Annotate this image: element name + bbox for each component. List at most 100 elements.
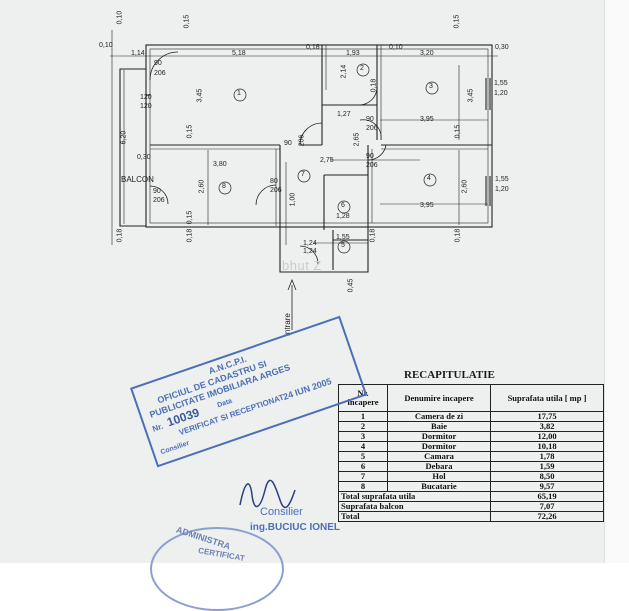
dim-label: 90 bbox=[366, 153, 374, 160]
cell-nr: 4 bbox=[338, 441, 388, 452]
cell-name: Camara bbox=[387, 451, 491, 462]
cell-name: Baie bbox=[387, 421, 491, 432]
dim-label: 0,15 bbox=[186, 210, 194, 225]
dim-label: 3,20 bbox=[420, 50, 434, 57]
dim-label: 0,10 bbox=[116, 10, 124, 25]
dim-label: 0,18 bbox=[454, 228, 462, 243]
dim-label: 90 bbox=[366, 116, 374, 123]
cell-name: Hol bbox=[387, 471, 491, 482]
dim-label: 206 bbox=[153, 197, 165, 204]
balcony-label: BALCON bbox=[121, 175, 154, 184]
dim-label: 1,55 bbox=[336, 234, 350, 241]
cell-area: 17,75 bbox=[490, 411, 604, 422]
room-number: 1 bbox=[237, 90, 241, 97]
total-value: 7,07 bbox=[490, 501, 604, 512]
dim-label: 1,20 bbox=[495, 186, 509, 193]
room-number: 4 bbox=[427, 175, 431, 182]
balcony-outline bbox=[119, 68, 146, 227]
dim-label: 1,27 bbox=[337, 111, 351, 118]
dim-label: 0,15 bbox=[453, 14, 461, 29]
cell-area: 1,59 bbox=[490, 461, 604, 472]
dim-label: 2,60 bbox=[461, 179, 469, 194]
header-area: Suprafata utila [ mp ] bbox=[490, 384, 604, 412]
dim-label: 1,93 bbox=[346, 50, 360, 57]
dim-label: 0,10 bbox=[99, 42, 113, 49]
consilier-name: ing.BUCIUC IONEL bbox=[250, 522, 340, 533]
cell-nr: 2 bbox=[338, 421, 388, 432]
dim-label: 0,30 bbox=[137, 154, 151, 161]
dim-label: 0,15 bbox=[454, 124, 462, 139]
dim-label: 6,20 bbox=[120, 130, 128, 145]
signature bbox=[239, 479, 296, 509]
dim-label: 0,15 bbox=[183, 14, 191, 29]
dim-label: 2,75 bbox=[320, 157, 334, 164]
cell-name: Camera de zi bbox=[387, 411, 491, 422]
cell-nr: 6 bbox=[338, 461, 388, 472]
table-header-row: Nr. incapere Denumire incapere Suprafata… bbox=[338, 384, 604, 412]
dim-label: 3,45 bbox=[467, 88, 475, 103]
cell-area: 3,82 bbox=[490, 421, 604, 432]
dim-label: 2,60 bbox=[198, 179, 206, 194]
cell-name: Bucatarie bbox=[387, 481, 491, 492]
cell-name: Dormitor bbox=[387, 441, 491, 452]
dim-label: 2,65 bbox=[353, 132, 361, 147]
dim-label: 1,14 bbox=[131, 50, 145, 57]
cell-nr: 3 bbox=[338, 431, 388, 442]
dim-label: 3,95 bbox=[420, 202, 434, 209]
dim-label: 80 bbox=[270, 178, 278, 185]
dim-label: 3,45 bbox=[196, 88, 204, 103]
room-number: 6 bbox=[341, 202, 345, 209]
dim-label: 1,24 bbox=[303, 240, 317, 247]
recap-table: Nr. incapere Denumire incapere Suprafata… bbox=[338, 384, 604, 522]
dim-label: 206 bbox=[154, 70, 166, 77]
dim-label: 0,18 bbox=[116, 228, 124, 243]
watermark: bhut Z bbox=[282, 258, 322, 273]
cell-area: 12,00 bbox=[490, 431, 604, 442]
cell-nr: 8 bbox=[338, 481, 388, 492]
dim-label: 120 bbox=[140, 103, 152, 110]
dim-label: 90 bbox=[153, 188, 161, 195]
outer-wall bbox=[145, 44, 493, 228]
cell-area: 10,18 bbox=[490, 441, 604, 452]
dim-label: 1,55 bbox=[494, 80, 508, 87]
consilier-title: Consilier bbox=[260, 506, 303, 518]
dim-label: 2,14 bbox=[340, 64, 348, 79]
dim-label: 206 bbox=[298, 134, 306, 147]
plan-labels: 0,10 1,14 5,18 0,18 1,93 0,10 3,20 0,30 … bbox=[99, 10, 509, 336]
dim-label: 1,28 bbox=[336, 213, 350, 220]
dim-label: 206 bbox=[366, 125, 378, 132]
dim-label: 5,18 bbox=[232, 50, 246, 57]
dim-label: 0,18 bbox=[306, 44, 320, 51]
header-name: Denumire incapere bbox=[387, 384, 491, 412]
stamp-consilier: Consilier bbox=[159, 439, 191, 457]
dim-label: 1,55 bbox=[495, 176, 509, 183]
total-label: Total bbox=[338, 511, 491, 522]
dim-label: 0,30 bbox=[495, 44, 509, 51]
dim-label: 0,18 bbox=[369, 228, 377, 243]
header-nr: Nr. incapere bbox=[338, 384, 388, 412]
dim-label: 120 bbox=[140, 94, 152, 101]
cell-nr: 7 bbox=[338, 471, 388, 482]
total-value: 65,19 bbox=[490, 491, 604, 502]
cell-area: 9,57 bbox=[490, 481, 604, 492]
dim-label: 0,45 bbox=[347, 278, 355, 293]
dim-label: 0,15 bbox=[186, 124, 194, 139]
cell-area: 1,78 bbox=[490, 451, 604, 462]
cell-name: Dormitor bbox=[387, 431, 491, 442]
cell-nr: 5 bbox=[338, 451, 388, 462]
cell-nr: 1 bbox=[338, 411, 388, 422]
dim-label: 0,18 bbox=[370, 78, 378, 93]
total-label: Suprafata balcon bbox=[338, 501, 491, 512]
dim-label: 1,24 bbox=[303, 248, 317, 255]
total-label: Total suprafata utila bbox=[338, 491, 491, 502]
room-number: 2 bbox=[360, 65, 364, 72]
room-number: 5 bbox=[341, 242, 345, 249]
screen-edge bbox=[604, 0, 629, 563]
recap-title: RECAPITULATIE bbox=[404, 369, 495, 381]
